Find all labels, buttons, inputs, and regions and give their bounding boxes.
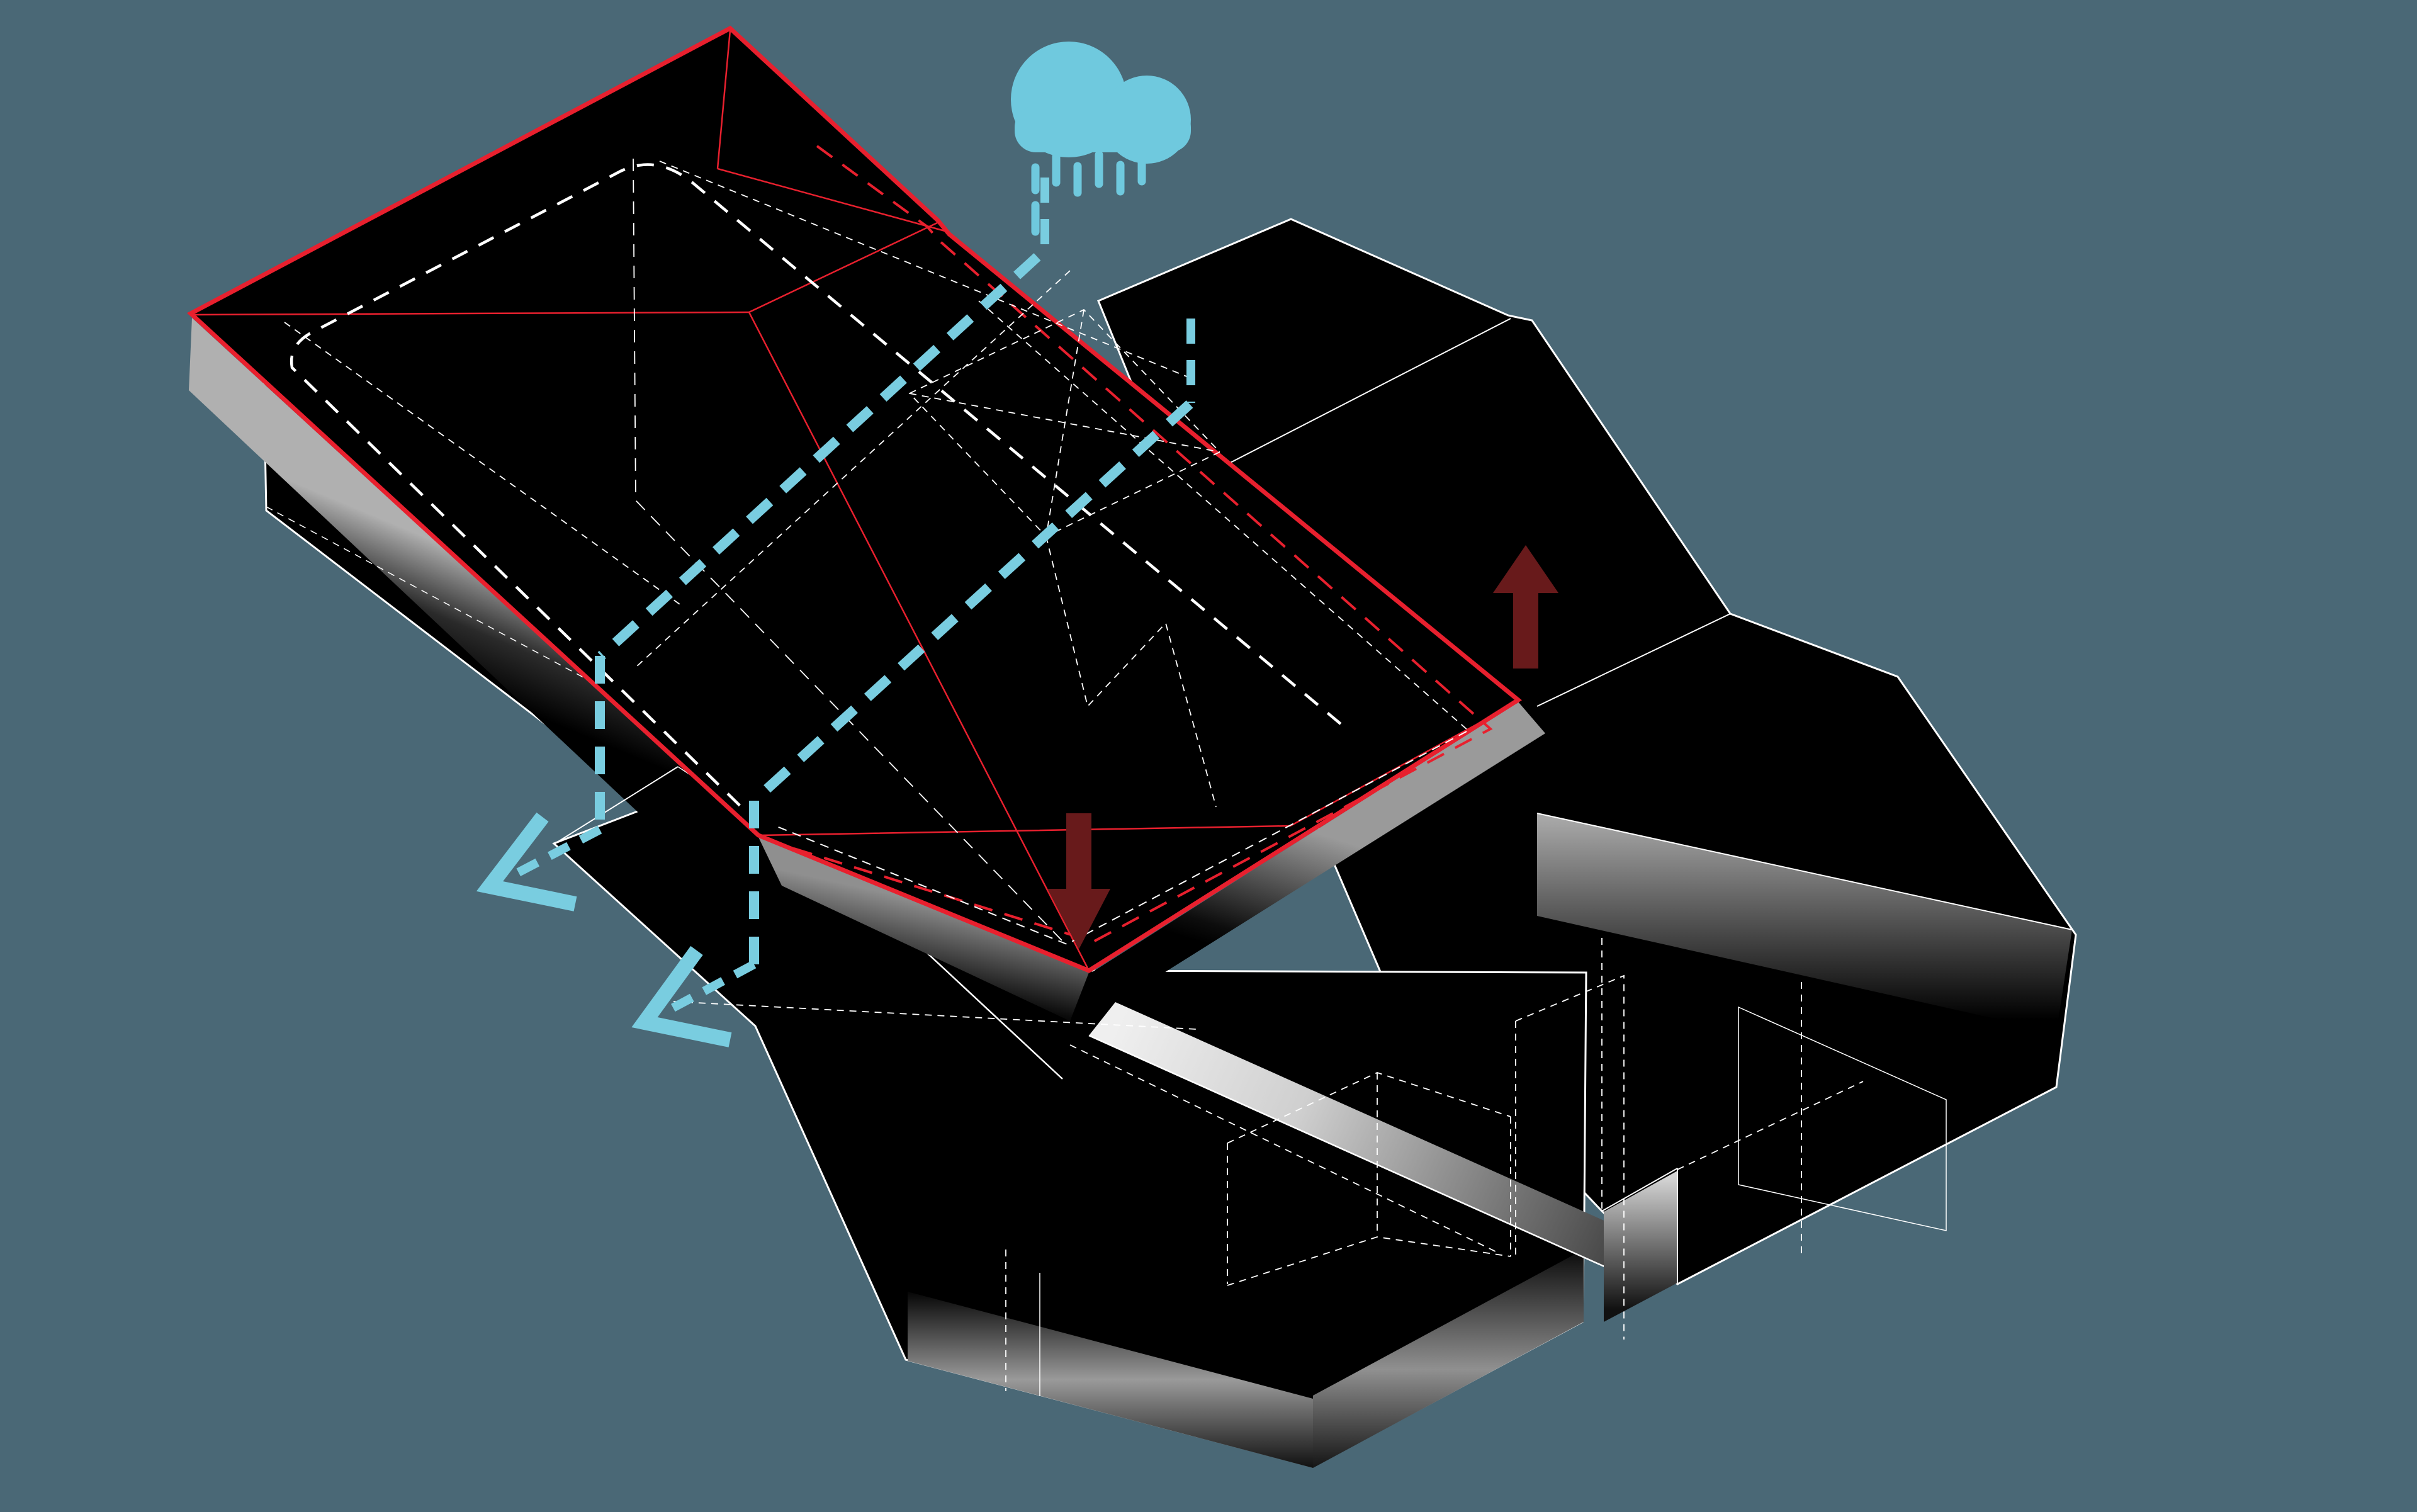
roof-plane-overlay-shape: [290, 163, 1342, 815]
roof-plane-overlay-shape: [781, 145, 1493, 944]
roof-plane-overlay-shape: [633, 158, 1064, 943]
right-building: [1097, 218, 2077, 1285]
terrace-and-hidden-lines-shape: [1601, 1168, 1678, 1212]
air-arrows: [1047, 545, 1558, 949]
left-building-shape: [189, 318, 758, 878]
right-building-shape: [1536, 813, 2073, 930]
left-building-shape: [908, 1292, 1313, 1468]
water-flow: [476, 178, 1195, 1047]
roof-plane-overlay-shape: [284, 322, 680, 605]
terrace-and-hidden-lines-shape: [660, 1000, 1197, 1030]
water-flow-shape: [509, 825, 602, 881]
terrace-and-hidden-lines: [660, 702, 1678, 1340]
terrace-and-hidden-lines-shape: [1069, 1044, 1499, 1253]
right-building-shape: [1677, 1081, 1864, 1170]
terrace-and-hidden-lines-shape: [1088, 1034, 1636, 1282]
roof-plane-overlay-shape: [635, 270, 1071, 668]
terrace-and-hidden-lines-shape: [1227, 1236, 1511, 1286]
water-flow-shape: [631, 945, 732, 1047]
water-flow-shape: [665, 960, 757, 1015]
right-building-shape: [1536, 613, 1731, 707]
roof-plane-overlay-shape: [748, 222, 938, 313]
right-building-shape: [1738, 1006, 1947, 1231]
roof-plane-overlay-shape: [716, 30, 731, 169]
rain-cloud-shape: [1015, 106, 1191, 152]
air-arrows-shape: [1493, 545, 1558, 669]
water-flow-shape: [597, 253, 1041, 660]
roof-plane-overlay-shape: [717, 167, 948, 233]
terrace-and-hidden-lines-shape: [1091, 702, 1545, 1002]
roof-plane-overlay-shape: [186, 25, 1522, 973]
rain-cloud: [1011, 42, 1191, 236]
terrace-and-hidden-lines-shape: [1089, 1002, 1662, 1280]
roof-plane-overlay-shape: [908, 308, 1221, 538]
roof-plane-overlay-shape: [190, 311, 750, 316]
roof-plane-overlay-shape: [1045, 536, 1217, 808]
water-flow-shape: [476, 812, 577, 911]
left-building-shape: [556, 766, 679, 843]
roof-plane-overlay: [186, 25, 1522, 973]
water-flow-shape: [750, 400, 1193, 804]
terrace-and-hidden-lines-shape: [1515, 974, 1625, 1340]
terrace-and-hidden-lines-shape: [1604, 1171, 1677, 1322]
roof-plane-overlay-shape: [978, 300, 1468, 731]
roof-plane-overlay-shape: [748, 312, 1089, 969]
roof-plane-overlay-shape: [1045, 309, 1085, 537]
air-arrows-shape: [1047, 813, 1110, 949]
terrace-and-hidden-lines-shape: [758, 837, 1089, 1021]
right-building-shape: [1537, 813, 2072, 1032]
left-building-shape: [1313, 1250, 1584, 1468]
